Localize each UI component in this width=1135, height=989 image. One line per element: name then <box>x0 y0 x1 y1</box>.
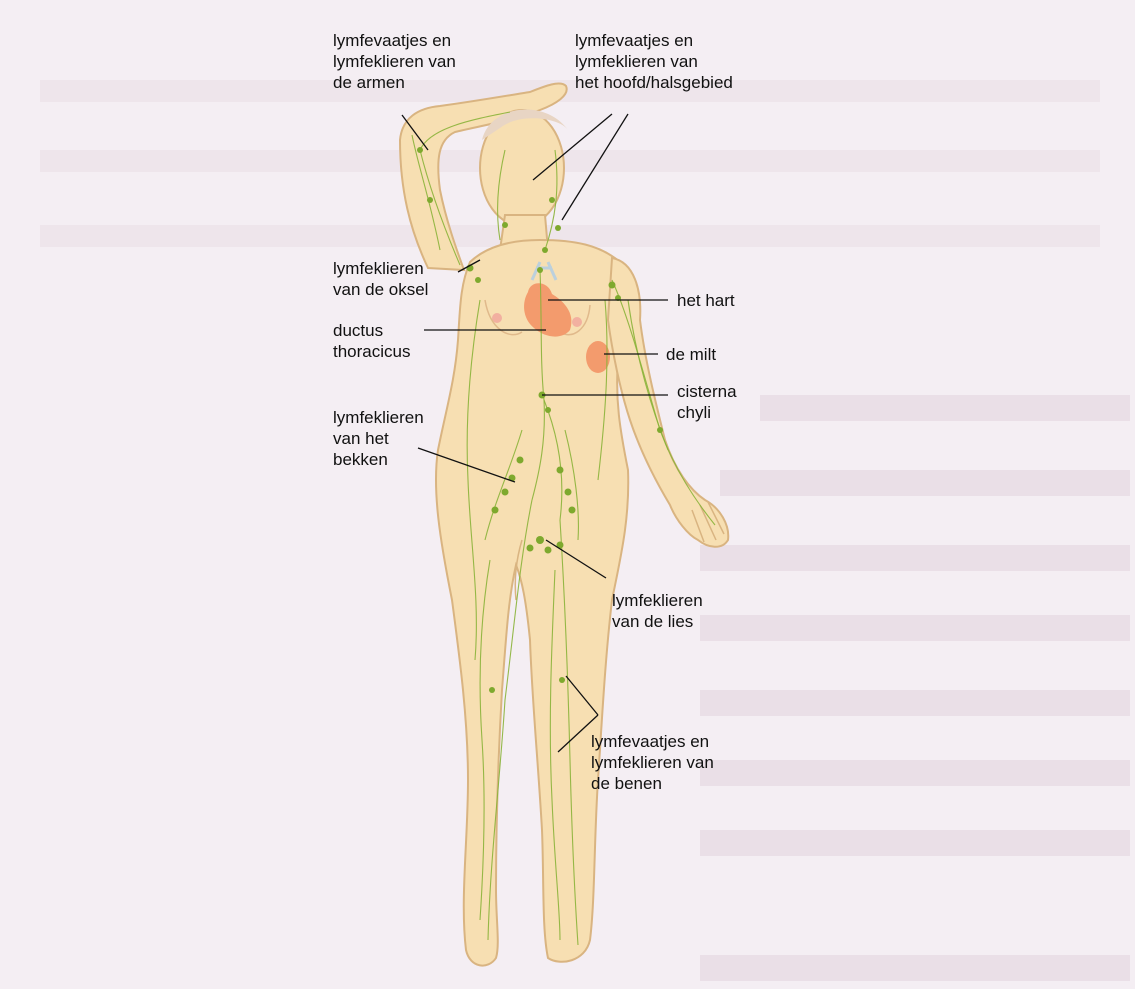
label-pelvis: lymfeklieren van het bekken <box>333 407 424 470</box>
label-heart: het hart <box>677 290 735 311</box>
label-armpit: lymfeklieren van de oksel <box>333 258 428 300</box>
label-cisterna: cisterna chyli <box>677 381 737 423</box>
label-thoracic-duct: ductus thoracicus <box>333 320 410 362</box>
label-legs: lymfevaatjes en lymfeklieren van de bene… <box>591 731 714 794</box>
label-head-neck: lymfevaatjes en lymfeklieren van het hoo… <box>575 30 733 93</box>
label-groin: lymfeklieren van de lies <box>612 590 703 632</box>
label-spleen: de milt <box>666 344 716 365</box>
label-arms: lymfevaatjes en lymfeklieren van de arme… <box>333 30 456 93</box>
